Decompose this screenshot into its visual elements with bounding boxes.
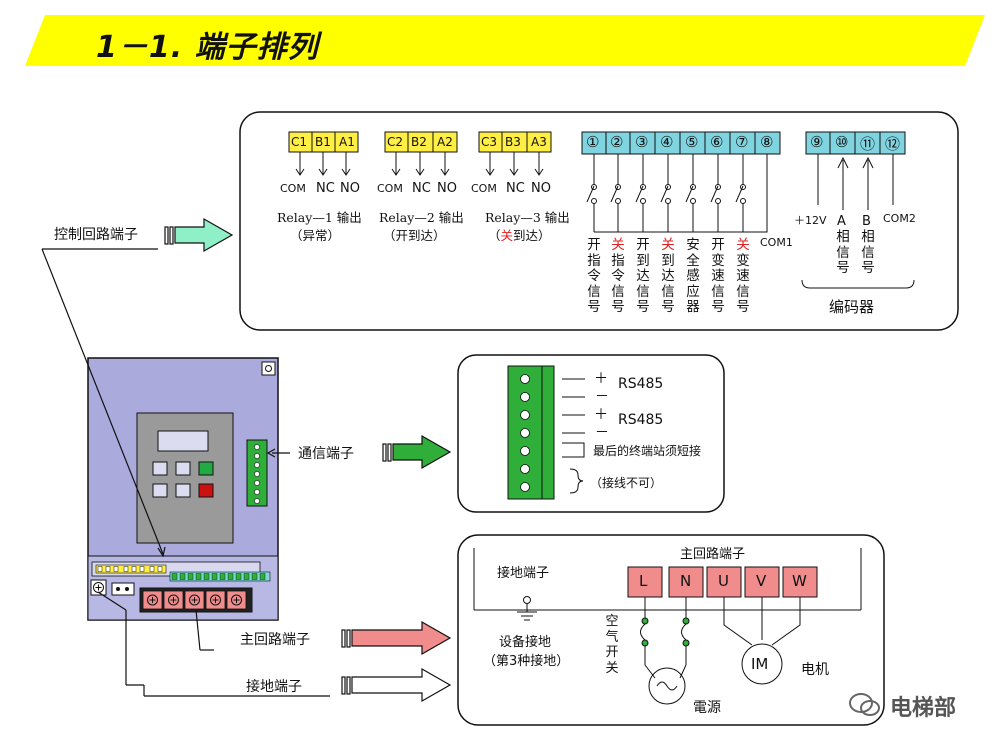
signal-4: 关到达信号	[661, 237, 675, 315]
comm-plus-1: ＋	[594, 371, 608, 387]
encoder-num-9: ⑨	[810, 133, 824, 151]
encoder-num-12: ⑫	[885, 135, 901, 153]
pin-a3: A3	[531, 135, 547, 149]
relay3-caption: Relay—3 输出	[485, 210, 570, 225]
arrow-comm	[382, 434, 452, 470]
motor-symbol: IM	[751, 655, 769, 673]
leader-lines	[41, 248, 330, 697]
comm-short-note: 最后的终端站须短接	[593, 444, 702, 458]
pin-b1: B1	[315, 135, 331, 149]
input-num-6: ⑥	[710, 133, 724, 151]
rs485-1: RS485	[618, 376, 664, 392]
comm-green-block	[507, 365, 555, 500]
relay3-sub: （关到达）	[488, 228, 551, 243]
encoder-com2: COM2	[883, 212, 916, 225]
motor-wiring	[723, 597, 801, 685]
encoder-b-text: 相信号	[861, 229, 875, 276]
encoder-label: 编码器	[829, 298, 875, 316]
encoder-wires	[801, 154, 915, 289]
relay3-com: COM	[471, 182, 497, 195]
title-banner	[25, 15, 985, 66]
breaker-wiring	[640, 597, 690, 705]
relay2-sub: （开到达）	[383, 228, 446, 243]
relay1-nc: NC	[316, 181, 335, 196]
pin-a1: A1	[339, 135, 355, 149]
label-main-terminal: 主回路端子	[240, 632, 310, 648]
terminal-n: N	[680, 572, 692, 590]
input-num-3: ③	[635, 133, 649, 151]
main-box-title: 主回路端子	[680, 547, 746, 562]
terminal-u: U	[718, 572, 729, 590]
input-num-5: ⑤	[685, 133, 699, 151]
comm-no-wire: （接线不可）	[590, 476, 663, 490]
input-switches	[586, 154, 768, 233]
ground-symbol	[517, 596, 537, 621]
signal-1: 开指令信号	[587, 237, 601, 315]
relay1-sub: （异常）	[290, 228, 341, 243]
breaker-label: 空气开关	[605, 614, 619, 676]
relay3-no: NO	[531, 181, 551, 196]
relay1-com: COM	[280, 182, 306, 195]
encoder-num-11: ⑪	[860, 135, 876, 153]
encoder-b: B	[862, 214, 871, 229]
signal-2: 关指令信号	[611, 237, 625, 315]
input-num-8: ⑧	[760, 133, 774, 151]
label-ground-terminal: 接地端子	[246, 679, 302, 695]
terminal-w: W	[792, 572, 807, 590]
input-num-7: ⑦	[735, 133, 749, 151]
third-ground: （第3种接地）	[483, 654, 570, 669]
watermark: 电梯部	[890, 696, 957, 721]
pin-c1: C1	[291, 135, 308, 149]
equip-ground: 设备接地	[499, 635, 552, 650]
arrow-control	[164, 217, 234, 253]
comm-plus-2: ＋	[594, 407, 608, 423]
main-terminals	[627, 566, 818, 598]
main-ground-label: 接地端子	[497, 566, 550, 581]
relay1-caption: Relay—1 输出	[277, 210, 362, 225]
comm-minus-2: －	[595, 425, 609, 441]
encoder-a-text: 相信号	[836, 229, 850, 276]
power-label: 電源	[693, 700, 721, 716]
arrow-ground	[341, 667, 452, 703]
wechat-icon	[849, 693, 880, 716]
arrow-main	[341, 620, 452, 656]
input-terminal-block	[581, 131, 781, 155]
encoder-num-10: ⑩	[835, 133, 849, 151]
pin-a2: A2	[437, 135, 453, 149]
terminal-l: L	[639, 572, 648, 590]
relay1-no: NO	[340, 181, 360, 196]
relay2-caption: Relay—2 输出	[379, 210, 464, 225]
motor-label: 电机	[801, 662, 829, 678]
signal-6: 开变速信号	[711, 237, 725, 315]
pin-b2: B2	[411, 135, 427, 149]
encoder-12v: ＋12V	[794, 214, 827, 227]
label-comm-terminal: 通信端子	[298, 446, 354, 462]
com1-label: COM1	[760, 236, 793, 249]
inverter-board	[87, 357, 279, 621]
input-num-1: ①	[586, 133, 600, 151]
relay2-no: NO	[437, 181, 457, 196]
terminal-v: V	[756, 572, 767, 590]
pin-c2: C2	[387, 135, 404, 149]
pin-c3: C3	[481, 135, 498, 149]
signal-5: 安全感应器	[686, 237, 700, 315]
input-num-2: ②	[610, 133, 624, 151]
relay-1-block	[288, 131, 359, 176]
relay-3-block	[478, 131, 552, 176]
page-title: 1－1. 端子排列	[96, 30, 319, 65]
comm-minus-1: －	[595, 389, 609, 405]
signal-3: 开到达信号	[636, 237, 650, 315]
relay2-nc: NC	[412, 181, 431, 196]
input-num-4: ④	[660, 133, 674, 151]
rs485-2: RS485	[618, 412, 664, 428]
encoder-a: A	[837, 214, 846, 229]
relay-2-block	[384, 131, 458, 176]
signal-7: 关变速信号	[736, 237, 750, 315]
label-control-terminal: 控制回路端子	[54, 227, 138, 243]
relay3-nc: NC	[506, 181, 525, 196]
relay2-com: COM	[377, 182, 403, 195]
pin-b3: B3	[505, 135, 521, 149]
